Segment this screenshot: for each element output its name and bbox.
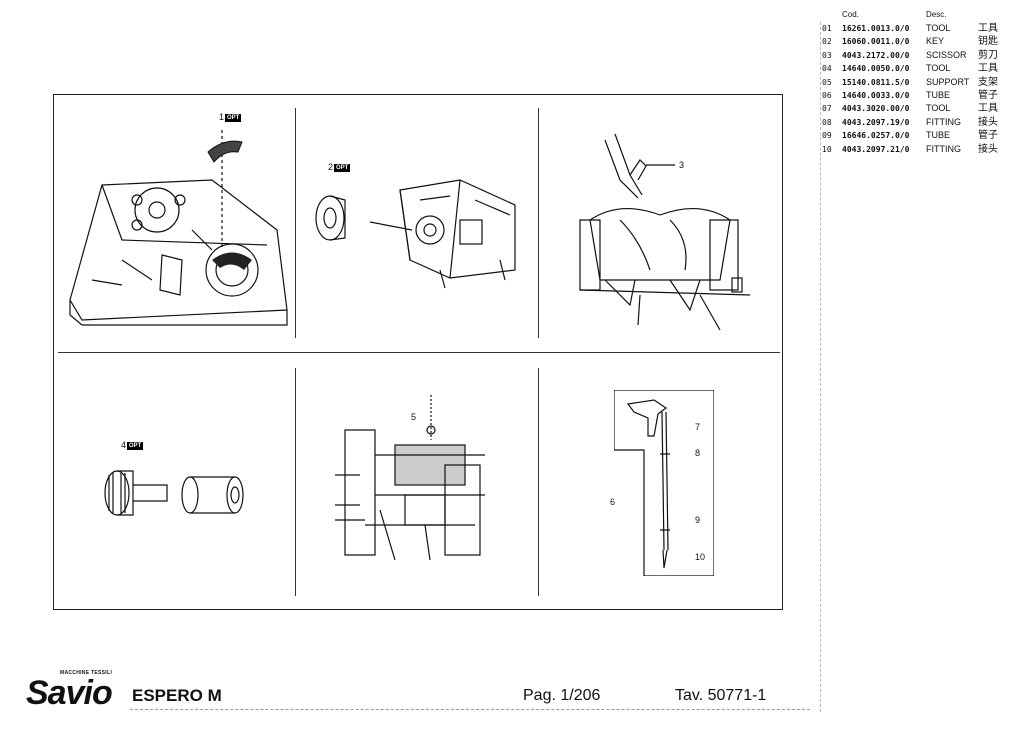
callout-3: 3 <box>679 160 685 170</box>
part-desc: TUBE <box>926 130 951 141</box>
footer-dashed-line <box>130 709 810 710</box>
row-number: 09 <box>822 131 832 141</box>
part-desc-chinese: 剪刀 <box>978 49 998 61</box>
column-separator-4 <box>538 368 539 596</box>
part-desc: FITTING <box>926 116 961 127</box>
part-code: 4043.3020.00/0 <box>842 104 910 114</box>
row-number: 05 <box>822 77 832 87</box>
parts-table-header: Cod. Desc. <box>818 10 1010 22</box>
part-desc: SCISSOR <box>926 49 967 60</box>
row-number: 03 <box>822 50 832 60</box>
parts-row: 04 14640.0050.0/0 TOOL 工具 <box>818 62 1010 75</box>
illustration-frame <box>53 94 783 610</box>
part-desc-chinese: 工具 <box>978 23 998 34</box>
drawing-tube-6-assembly <box>614 390 714 576</box>
part-code: 16646.0257.0/0 <box>842 131 910 141</box>
part-desc: KEY <box>926 36 945 47</box>
page-number: Pag. 1/206 <box>523 687 601 704</box>
header-code: Cod. <box>842 10 859 19</box>
parts-row: 10 4043.2097.21/0 FITTING 接头 <box>818 143 1010 156</box>
margin-dashed-line <box>820 22 821 712</box>
parts-row: 07 4043.3020.00/0 TOOL 工具 <box>818 102 1010 115</box>
row-number: 04 <box>822 64 832 74</box>
column-separator-2 <box>538 108 539 338</box>
drawing-tool-4 <box>95 455 255 535</box>
drawing-scissor-3 <box>560 120 770 335</box>
part-code: 16060.0011.0/0 <box>842 37 910 47</box>
drawing-key-2 <box>300 160 532 300</box>
column-separator-1 <box>295 108 296 338</box>
row-separator <box>58 352 780 353</box>
part-desc-chinese: 管子 <box>978 130 998 142</box>
table-reference: Tav. 50771-1 <box>675 687 767 704</box>
part-code: 15140.0811.5/0 <box>842 77 910 87</box>
model-name: ESPERO M <box>132 686 222 705</box>
parts-row: 06 14640.0033.0/0 TUBE 管子 <box>818 89 1010 102</box>
savio-logo: Savio <box>26 674 113 712</box>
part-desc: TOOL <box>926 23 951 33</box>
part-desc-chinese: 接头 <box>978 143 998 155</box>
callout-9: 9 <box>695 515 701 525</box>
part-desc: TOOL <box>926 103 951 114</box>
parts-row: 05 15140.0811.5/0 SUPPORT 支架 <box>818 76 1010 89</box>
row-number: 07 <box>822 104 832 114</box>
opt-badge: OPT <box>127 441 144 450</box>
row-number: 02 <box>822 37 832 47</box>
parts-row: 02 16060.0011.0/0 KEY 钥匙 <box>818 35 1010 48</box>
part-desc-chinese: 接头 <box>978 116 998 128</box>
opt-badge: OPT <box>225 113 242 122</box>
part-desc-chinese: 工具 <box>978 63 998 75</box>
part-code: 4043.2097.21/0 <box>842 144 910 154</box>
parts-row: 03 4043.2172.00/0 SCISSOR 剪刀 <box>818 49 1010 62</box>
part-desc: TOOL <box>926 63 951 74</box>
callout-7: 7 <box>695 422 701 432</box>
parts-row: 01 16261.0013.0/0 TOOL 工具 <box>818 22 1010 35</box>
part-code: 14640.0033.0/0 <box>842 90 910 100</box>
part-desc: FITTING <box>926 143 961 154</box>
part-desc-chinese: 管子 <box>978 89 998 101</box>
column-separator-3 <box>295 368 296 596</box>
part-desc: TUBE <box>926 89 951 100</box>
part-code: 16261.0013.0/0 <box>842 24 910 33</box>
brand-tagline: MACCHINE TESSILI <box>60 670 113 676</box>
callout-6: 6 <box>610 497 616 507</box>
part-desc-chinese: 工具 <box>978 103 998 115</box>
parts-row: 08 4043.2097.19/0 FITTING 接头 <box>818 116 1010 129</box>
row-number: 08 <box>822 117 832 127</box>
part-code: 4043.2097.19/0 <box>842 117 910 127</box>
row-number: 01 <box>822 24 832 33</box>
part-desc-chinese: 钥匙 <box>978 36 998 48</box>
part-code: 4043.2172.00/0 <box>842 50 910 60</box>
part-desc-chinese: 支架 <box>978 76 998 88</box>
row-number: 10 <box>822 144 832 154</box>
callout-10: 10 <box>695 552 706 562</box>
callout-8: 8 <box>695 448 701 458</box>
parts-row: 09 16646.0257.0/0 TUBE 管子 <box>818 129 1010 142</box>
header-desc: Desc. <box>926 10 947 19</box>
part-desc: SUPPORT <box>926 76 970 87</box>
row-number: 06 <box>822 90 832 100</box>
part-code: 14640.0050.0/0 <box>842 64 910 74</box>
drawing-support-5 <box>335 395 495 570</box>
drawing-tool-1 <box>62 110 290 340</box>
callout-5: 5 <box>411 412 417 422</box>
opt-badge: OPT <box>334 163 351 172</box>
